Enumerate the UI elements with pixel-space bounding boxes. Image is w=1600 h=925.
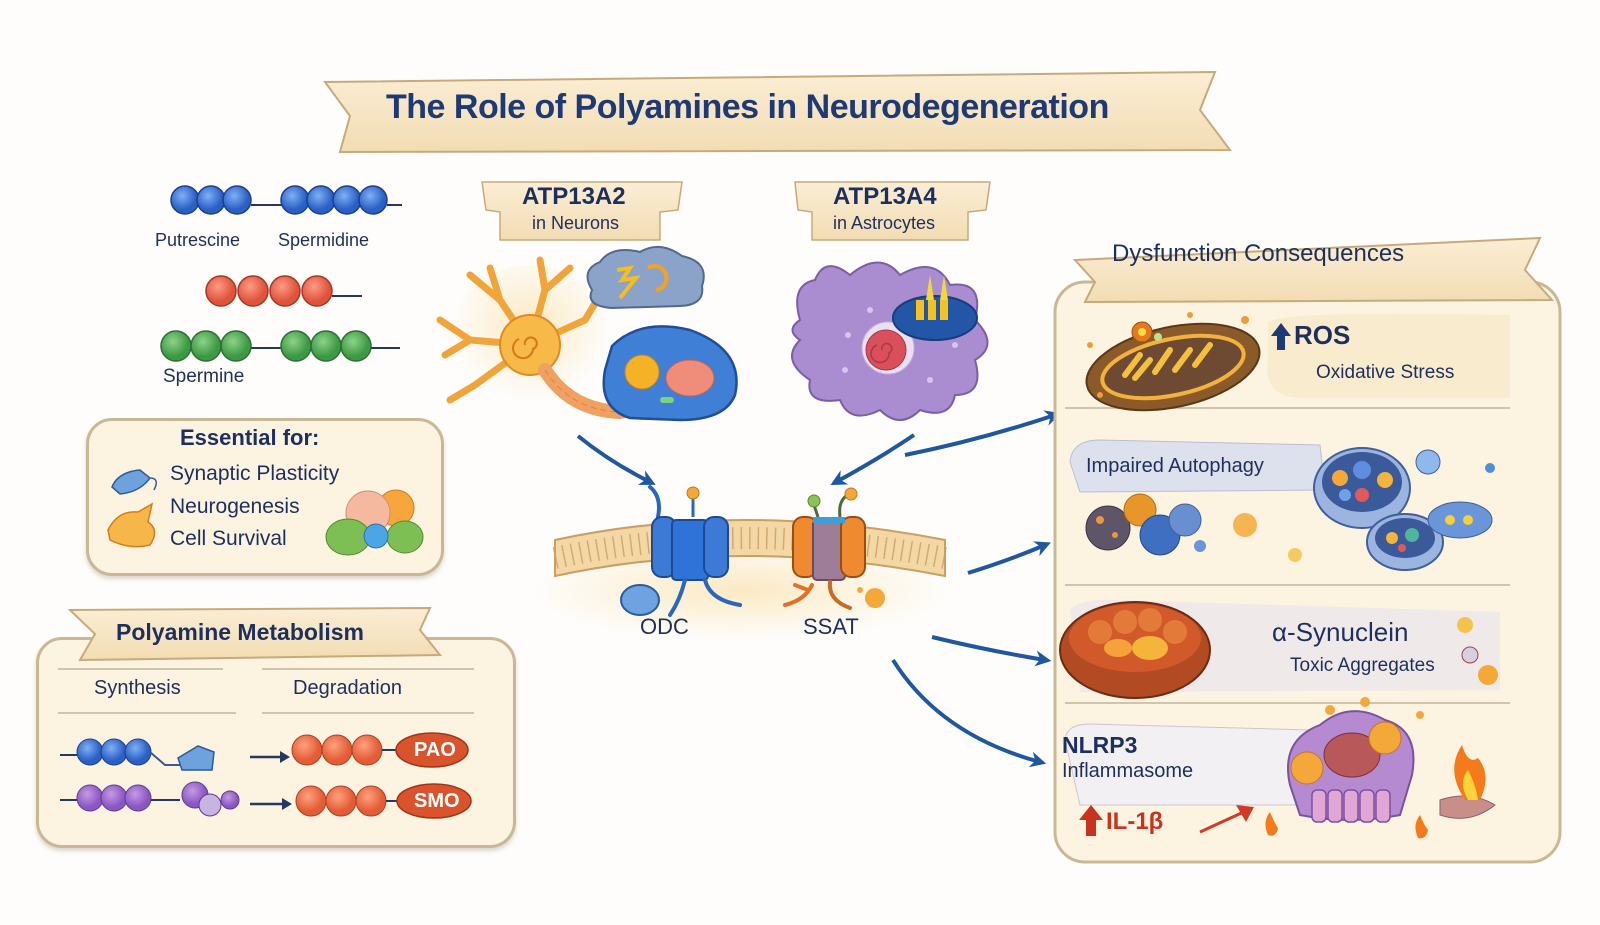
degradation-arrows bbox=[250, 751, 292, 810]
spermine-label: Spermine bbox=[163, 366, 245, 387]
metabolism-ribbon bbox=[67, 606, 443, 662]
oxidative-stress-label: Oxidative Stress bbox=[1316, 362, 1455, 383]
essential-heading: Essential for: bbox=[180, 425, 320, 450]
ssat-label: SSAT bbox=[803, 614, 859, 639]
inflammasome-icon bbox=[1265, 697, 1496, 839]
synthesis-top-divider bbox=[58, 668, 223, 670]
synthesis-chain-purple bbox=[60, 781, 240, 817]
putrescine-label: Putrescine bbox=[155, 230, 241, 250]
synuclein-label: α-Synuclein bbox=[1272, 617, 1409, 647]
neurogenesis-icon bbox=[107, 502, 156, 548]
mitochondrion-icon bbox=[1085, 312, 1261, 412]
atp13a2-name: ATP13A2 bbox=[522, 183, 626, 210]
degradation-chain-pao bbox=[291, 732, 469, 768]
inflammasome-label: Inflammasome bbox=[1062, 760, 1194, 782]
spermine-chain bbox=[160, 330, 400, 362]
toxic-aggregates-label: Toxic Aggregates bbox=[1290, 655, 1435, 676]
spermidine-label: Spermidine bbox=[278, 230, 370, 250]
lightning-cloud-icon bbox=[586, 245, 705, 310]
cell-membrane bbox=[530, 519, 950, 650]
atp13a2-ribbon bbox=[481, 181, 683, 241]
ros-label: ROS bbox=[1294, 320, 1351, 350]
odc-channel-icon bbox=[620, 485, 742, 617]
metabolism-heading: Polyamine Metabolism bbox=[116, 619, 364, 645]
title-ribbon bbox=[323, 70, 1232, 154]
atp13a4-ribbon bbox=[794, 181, 991, 241]
page-title: The Role of Polyamines in Neurodegenerat… bbox=[386, 88, 1109, 126]
cell-cluster-icon bbox=[325, 489, 424, 556]
il1b-up-arrow-icon bbox=[1079, 805, 1103, 836]
vesicle-cell-icon bbox=[602, 325, 738, 422]
arrow-to-autophagy bbox=[967, 541, 1051, 575]
atp13a4-location: in Astrocytes bbox=[833, 213, 936, 233]
lysosome-icon bbox=[1313, 447, 1495, 571]
essential-item-synaptic: Synaptic Plasticity bbox=[170, 462, 340, 485]
il1b-red-arrow-icon bbox=[1199, 805, 1254, 834]
degradation-bottom-divider bbox=[262, 712, 474, 714]
essential-item-neurogenesis: Neurogenesis bbox=[170, 495, 300, 518]
synapse-icon bbox=[111, 469, 157, 495]
synuclein-aggregate-icon bbox=[1059, 601, 1498, 699]
synthesis-label: Synthesis bbox=[94, 677, 181, 699]
consequences-panel bbox=[1053, 236, 1562, 864]
degradation-label: Degradation bbox=[293, 677, 402, 699]
essential-item-cell-survival: Cell Survival bbox=[170, 527, 287, 550]
degradation-top-divider bbox=[262, 668, 474, 670]
consequences-heading: Dysfunction Consequences bbox=[1112, 240, 1405, 267]
odc-label: ODC bbox=[640, 614, 689, 639]
autophagy-aggregates-icon bbox=[1085, 493, 1302, 562]
il1b-label: IL-1β bbox=[1106, 808, 1164, 835]
spermidine-chain bbox=[280, 185, 402, 215]
arrow-to-ros bbox=[904, 410, 1062, 457]
ros-up-arrow-icon bbox=[1271, 323, 1291, 350]
atp13a2-location: in Neurons bbox=[532, 213, 620, 233]
flow-arrows bbox=[576, 410, 1062, 768]
arrow-to-nlrp3 bbox=[891, 658, 1047, 768]
arrow-to-synuclein bbox=[931, 635, 1052, 667]
ssat-channel-icon bbox=[783, 487, 885, 610]
degradation-chain-smo bbox=[295, 783, 472, 819]
smo-enzyme-label: SMO bbox=[414, 790, 460, 812]
red-polyamine-chain bbox=[205, 275, 362, 307]
arrow-neuron-to-odc bbox=[576, 434, 656, 485]
nlrp3-label: NLRP3 bbox=[1062, 732, 1138, 758]
atp13a4-name: ATP13A4 bbox=[833, 183, 937, 210]
synthesis-bottom-divider bbox=[58, 712, 236, 714]
pao-enzyme-label: PAO bbox=[414, 739, 456, 761]
synthesis-chain-blue bbox=[60, 738, 215, 771]
astrocyte-icon bbox=[791, 261, 989, 421]
arrow-astrocyte-to-ssat bbox=[830, 433, 916, 486]
putrescine-chain bbox=[170, 185, 283, 215]
impaired-autophagy-label: Impaired Autophagy bbox=[1086, 455, 1264, 477]
